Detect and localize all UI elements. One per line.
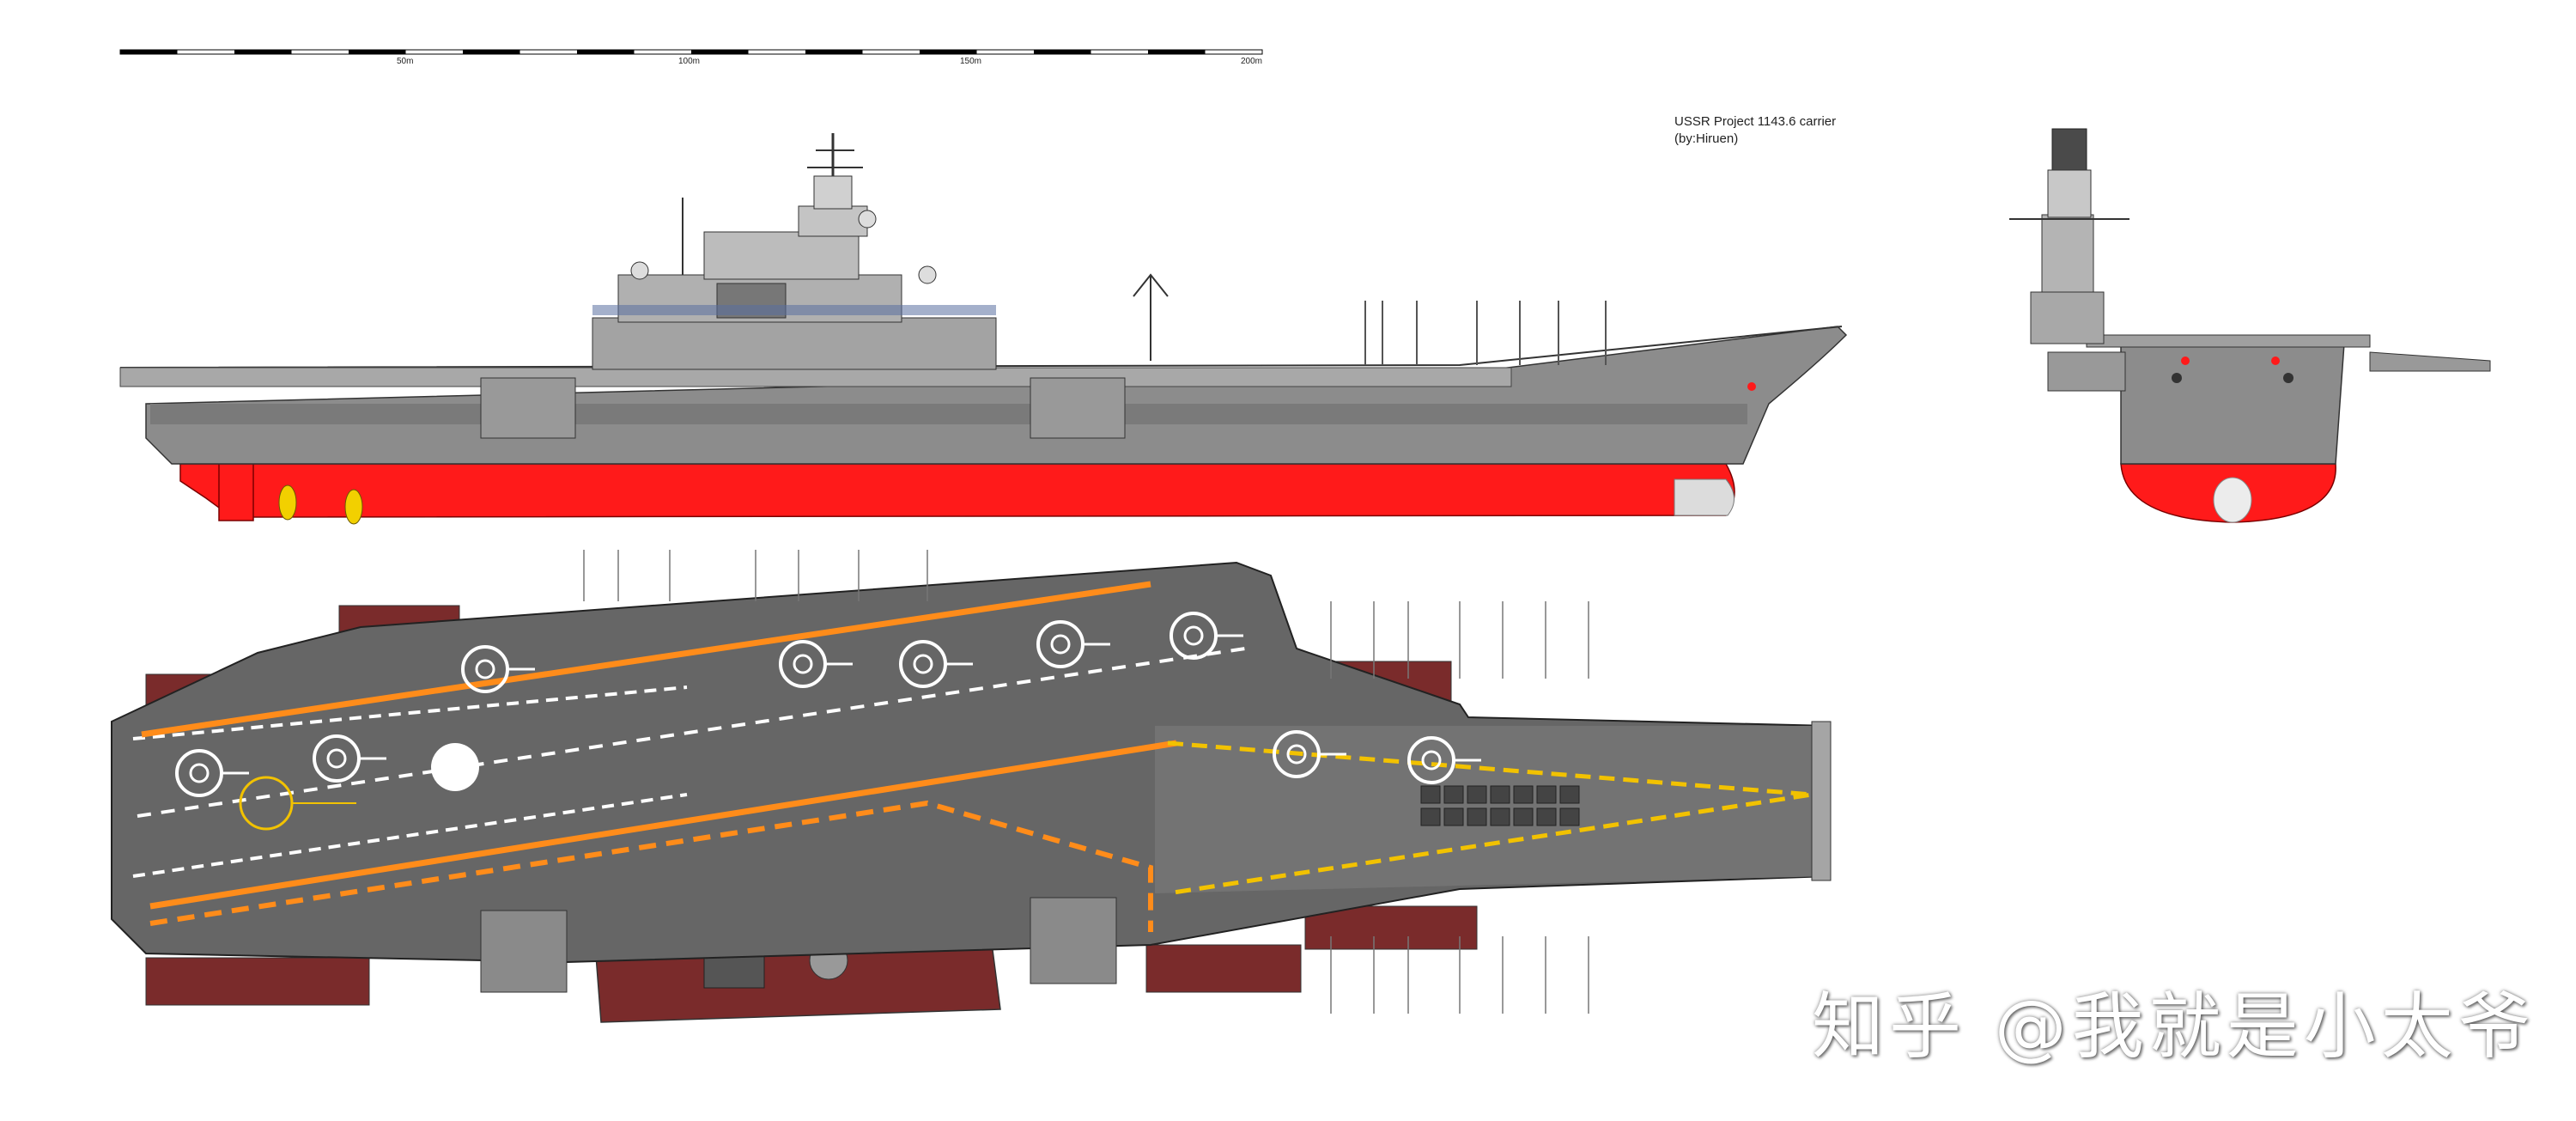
underwater-hull — [179, 463, 1735, 518]
bow-sponson-right — [2369, 351, 2491, 372]
angled-deck-edge-marking — [132, 793, 688, 878]
sponson-bow-starboard — [1304, 905, 1478, 950]
scale-segment — [1148, 50, 1206, 54]
sponson-fwd-starboard — [1145, 944, 1302, 993]
parking-spot — [1513, 785, 1534, 804]
helo-spot-inner — [913, 654, 933, 674]
helicopter-spots — [175, 612, 1481, 797]
helo-spot-inner — [326, 748, 347, 769]
watermark: 知乎 @我就是小太爷 — [1812, 984, 2536, 1069]
island-base — [592, 317, 997, 370]
scale-segment — [805, 50, 863, 54]
parking-spot — [1536, 807, 1557, 826]
scale-segment — [577, 50, 635, 54]
landing-spot-solid — [431, 743, 479, 791]
orange-foul-line — [149, 740, 1177, 910]
scale-label-100m: 100m — [678, 57, 700, 66]
bow-radar — [2047, 169, 2092, 218]
scale-label-150m: 150m — [960, 57, 981, 66]
red-star-icon — [2271, 356, 2280, 365]
side-profile-view — [119, 133, 1848, 525]
flight-deck-edge — [119, 326, 1843, 369]
helo-spot-inner — [793, 654, 813, 674]
deck-edge-antennas — [583, 550, 1589, 1014]
elevator-sponson — [480, 377, 576, 439]
radome-icon — [918, 265, 937, 284]
drawing-credit: USSR Project 1143.6 carrier (by:Hiruen) — [1674, 113, 1836, 148]
parking-spot — [1513, 807, 1534, 826]
bow-sonar-dome — [1674, 478, 1735, 516]
rudder — [218, 463, 254, 521]
bow-dome — [2213, 477, 2252, 523]
scale-segment — [691, 50, 749, 54]
scale-segment — [234, 50, 292, 54]
radome-icon — [630, 261, 649, 280]
scale-label-50m: 50m — [397, 57, 413, 66]
credit-title: USSR Project 1143.6 carrier — [1674, 114, 1837, 129]
parking-spot — [1467, 785, 1487, 804]
top-deck-plan-view — [111, 550, 1832, 1023]
orange-taxi-line — [149, 800, 1153, 932]
parking-spot — [1443, 807, 1464, 826]
scale-segment — [349, 50, 406, 54]
helo-spot-inner — [1286, 744, 1307, 765]
helo-spot-inner — [1421, 750, 1442, 771]
parking-spot — [1420, 785, 1441, 804]
parking-spot — [1559, 785, 1580, 804]
parking-spot — [1490, 807, 1510, 826]
ski-jump-ramp — [1811, 721, 1832, 881]
helo-spot-inner — [475, 659, 495, 679]
parking-spot — [1443, 785, 1464, 804]
red-star-icon — [1747, 382, 1756, 391]
bow-funnel — [2051, 128, 2087, 171]
angled-deck-edge-marking — [132, 685, 688, 740]
scale-segment — [463, 50, 520, 54]
hull-band — [150, 404, 1747, 424]
scale-segment — [1034, 50, 1091, 54]
parking-spots — [1420, 785, 1580, 826]
radar-mast — [813, 175, 853, 210]
propeller-icon — [278, 484, 297, 521]
credit-author: (by:Hiruen) — [1674, 131, 1739, 146]
helo-spot-inner — [1050, 634, 1071, 655]
elevator-sponson — [1030, 377, 1126, 439]
parking-spot — [1467, 807, 1487, 826]
bow-island-upper — [2041, 214, 2094, 293]
gallery-deck — [119, 367, 1512, 387]
anchor-icon — [2172, 373, 2182, 383]
scale-segment — [120, 50, 178, 54]
anchor-icon — [2283, 373, 2293, 383]
parking-spot — [1490, 785, 1510, 804]
parking-spot — [1536, 785, 1557, 804]
parking-spot — [1559, 807, 1580, 826]
aircraft-elevator — [1030, 897, 1117, 984]
helo-spot-inner — [189, 763, 210, 783]
landing-centerline — [137, 647, 1246, 818]
bow-front-view — [2009, 128, 2491, 523]
island-bridge — [703, 231, 860, 280]
sponson-aft-starboard — [145, 957, 370, 1006]
bow-sponson-left — [2047, 351, 2126, 392]
deck-antennas — [1364, 301, 1607, 365]
helo-spot-inner — [1183, 625, 1204, 646]
island-trim — [592, 305, 996, 315]
scale-bar: 50m 100m 150m 200m — [119, 49, 1263, 66]
radar-housing — [798, 205, 868, 237]
bow-island — [2030, 291, 2105, 344]
parking-spot — [1420, 807, 1441, 826]
scale-label-200m: 200m — [1241, 57, 1262, 66]
propeller-icon — [344, 489, 363, 525]
orange-foul-line — [141, 581, 1151, 738]
mast-yards — [807, 149, 863, 168]
red-star-icon — [2181, 356, 2190, 365]
bow-hull — [2120, 343, 2345, 465]
scale-segment — [920, 50, 977, 54]
bow-flight-deck — [2086, 334, 2371, 348]
radio-mast-spreader — [1133, 273, 1169, 297]
radome-icon — [858, 210, 877, 228]
aircraft-elevator — [480, 910, 568, 993]
